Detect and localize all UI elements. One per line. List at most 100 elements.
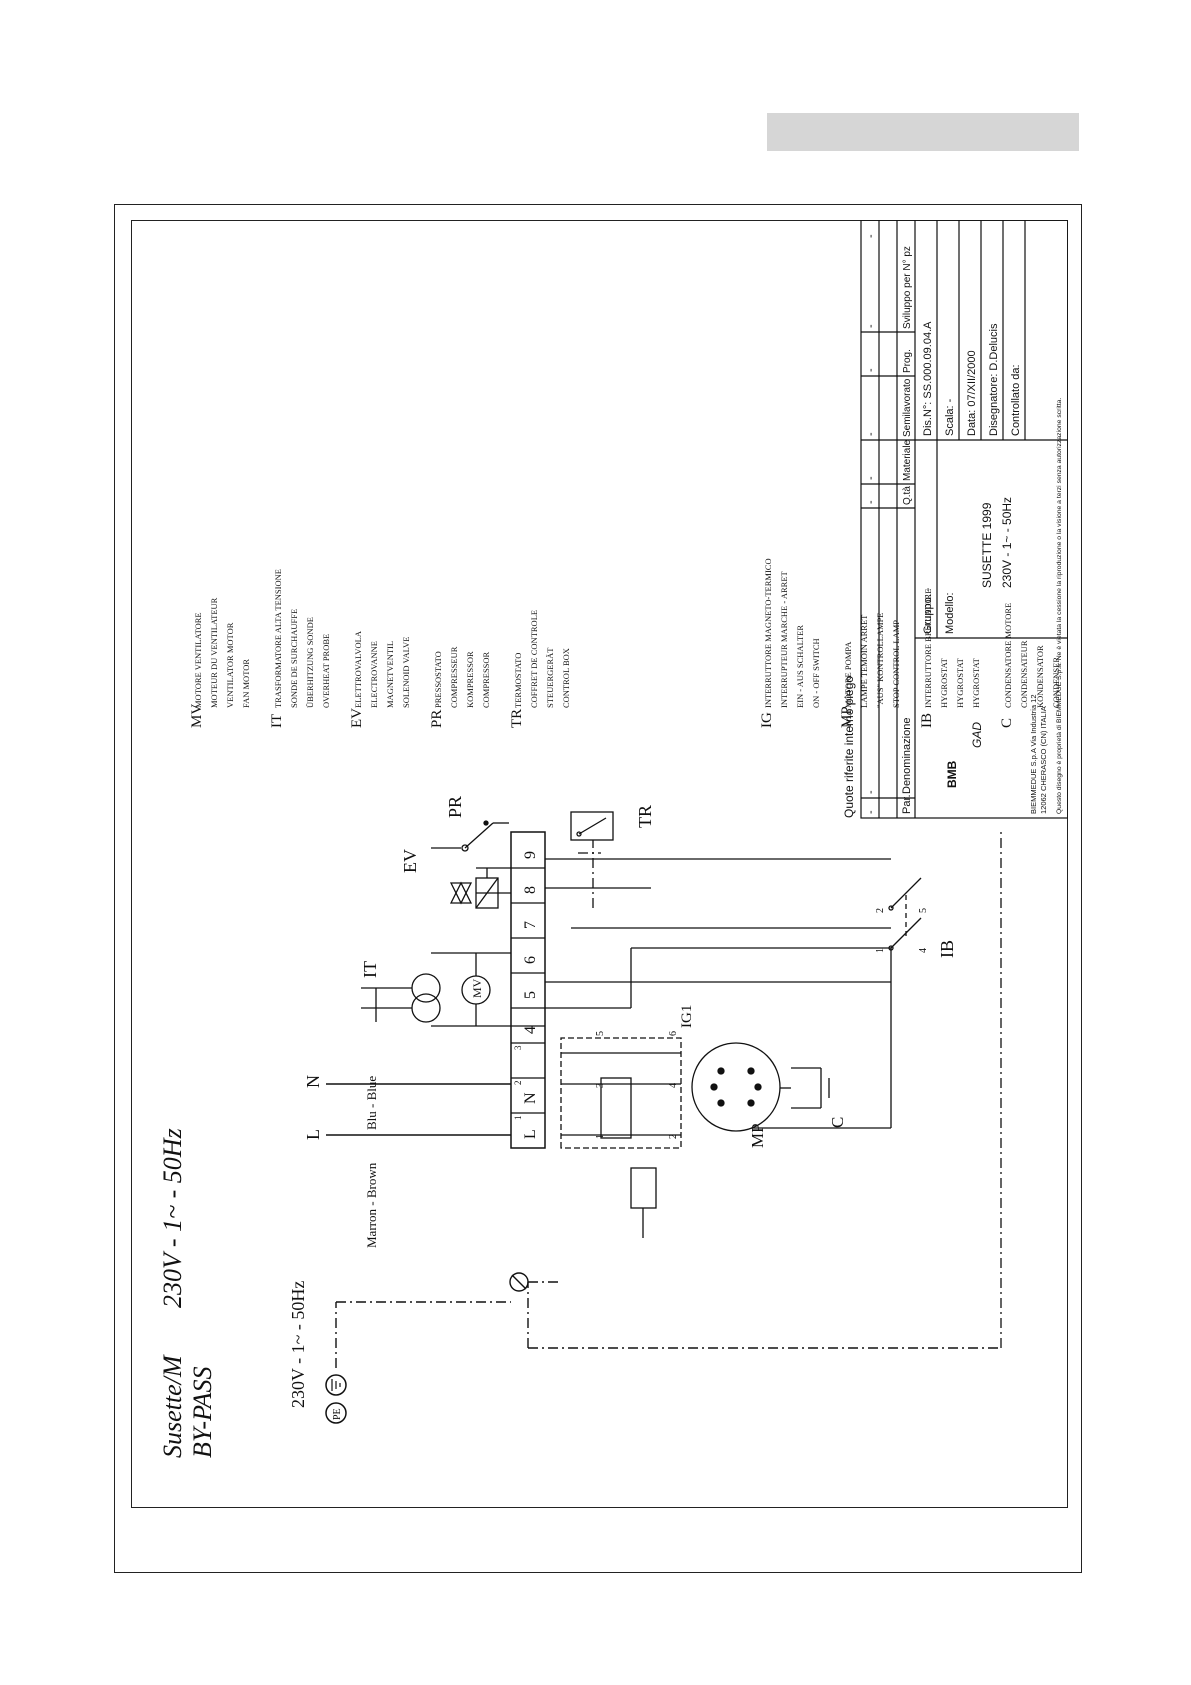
svg-text:6: 6 xyxy=(522,956,539,964)
label-c: C xyxy=(828,1117,847,1128)
svg-text:9: 9 xyxy=(522,851,539,859)
svg-text:-: - xyxy=(865,500,877,504)
supply-n-label: N xyxy=(303,1075,323,1088)
svg-text:EV: EV xyxy=(349,708,365,728)
svg-text:Questo disegno è proprietà di: Questo disegno è proprietà di BIEMMEDUE … xyxy=(1056,398,1063,814)
svg-text:5: 5 xyxy=(522,991,539,999)
svg-text:MP: MP xyxy=(839,706,855,728)
svg-text:1: 1 xyxy=(875,948,886,953)
svg-text:TERMOSTATO: TERMOSTATO xyxy=(513,653,523,708)
svg-text:Gruppo: -: Gruppo: - xyxy=(922,587,934,634)
svg-text:-: - xyxy=(865,368,877,372)
svg-text:CONTROL BOX: CONTROL BOX xyxy=(561,648,571,708)
svg-text:-: - xyxy=(865,810,877,814)
svg-text:Data: 07/XII/2000: Data: 07/XII/2000 xyxy=(966,350,978,436)
svg-text:MOTORE POMPA: MOTORE POMPA xyxy=(843,641,853,708)
svg-text:-: - xyxy=(865,790,877,794)
svg-text:230V - 1~ - 50Hz: 230V - 1~ - 50Hz xyxy=(1000,497,1014,588)
svg-text:SOLENOID VALVE: SOLENOID VALVE xyxy=(401,637,411,708)
svg-text:PE: PE xyxy=(332,1408,343,1420)
svg-text:Sviluppo per N° pz: Sviluppo per N° pz xyxy=(902,246,913,329)
svg-text:STEUERGERÄT: STEUERGERÄT xyxy=(545,647,555,708)
svg-text:-: - xyxy=(865,432,877,436)
svg-text:HYGROSTAT: HYGROSTAT xyxy=(955,657,965,708)
sheet-outer-frame xyxy=(114,204,1082,1573)
svg-text:TR: TR xyxy=(509,709,525,728)
svg-text:2: 2 xyxy=(513,1081,523,1086)
svg-text:HYGROSTAT: HYGROSTAT xyxy=(939,657,949,708)
supply-voltage-label: 230V - 1~ - 50Hz xyxy=(288,1281,308,1408)
svg-text:VENTILATOR MOTOR: VENTILATOR MOTOR xyxy=(225,622,235,708)
svg-text:PRESSOSTATO: PRESSOSTATO xyxy=(433,651,443,708)
svg-text:Par.: Par. xyxy=(901,794,913,814)
brown-wire-label: Marron - Brown xyxy=(364,1162,379,1248)
label-tr: TR xyxy=(635,805,655,828)
svg-text:INTERRUTTORE BRUCIATORE: INTERRUTTORE BRUCIATORE xyxy=(923,589,933,708)
svg-text:1: 1 xyxy=(595,1134,606,1139)
svg-text:2: 2 xyxy=(668,1134,679,1139)
label-ib: IB xyxy=(937,940,957,958)
svg-text:IG: IG xyxy=(759,712,775,728)
svg-text:MAGNETVENTIL: MAGNETVENTIL xyxy=(385,641,395,708)
svg-text:3: 3 xyxy=(513,1045,523,1050)
svg-text:Materiale: Materiale xyxy=(902,439,913,481)
svg-text:Dis.N°: SS.000.09.04.A: Dis.N°: SS.000.09.04.A xyxy=(922,321,934,436)
wiring-diagram: Susette/M BY-PASS 230V - 1~ - 50Hz 230V … xyxy=(158,558,1061,1458)
svg-text:INTERRUPTEUR MARCHE - ARRET: INTERRUPTEUR MARCHE - ARRET xyxy=(779,570,789,708)
svg-text:ON - OFF SWITCH: ON - OFF SWITCH xyxy=(811,638,821,708)
svg-text:COMPRESSEUR: COMPRESSEUR xyxy=(449,646,459,708)
svg-text:-: - xyxy=(865,324,877,328)
component-wiring xyxy=(361,811,1002,1348)
svg-text:LAMPE TEMOIN ARRET: LAMPE TEMOIN ARRET xyxy=(859,614,869,708)
blue-wire-label: Blu - Blue xyxy=(364,1076,379,1130)
svg-text:MV: MV xyxy=(189,704,205,728)
svg-text:6: 6 xyxy=(668,1031,679,1036)
svg-text:12062 CHERASCO (CN) ITALIA: 12062 CHERASCO (CN) ITALIA xyxy=(1039,706,1048,814)
supply-l-label: L xyxy=(303,1129,323,1140)
svg-text:FAN MOTOR: FAN MOTOR xyxy=(241,659,251,708)
title-line2: BY-PASS xyxy=(188,1367,217,1458)
svg-text:INTERRUTTORE MAGNETO-TERMICO: INTERRUTTORE MAGNETO-TERMICO xyxy=(763,558,773,708)
svg-text:Disegnatore: D.Delucis: Disegnatore: D.Delucis xyxy=(988,323,1000,436)
svg-text:STOP CONTROL LAMP: STOP CONTROL LAMP xyxy=(891,620,901,708)
svg-text:Denominazione: Denominazione xyxy=(901,718,913,794)
svg-text:IB: IB xyxy=(919,713,935,728)
header-gray-bar xyxy=(767,113,1079,151)
svg-text:TRASFORMATORE ALTA TENSIONE: TRASFORMATORE ALTA TENSIONE xyxy=(273,569,283,708)
terminal-block: L N 4 5 6 7 8 9 1 2 3 xyxy=(510,831,546,1149)
svg-text:8: 8 xyxy=(522,886,539,894)
svg-text:KOMPRESSOR: KOMPRESSOR xyxy=(465,651,475,708)
svg-text:OVERHEAT PROBE: OVERHEAT PROBE xyxy=(321,634,331,708)
label-it: IT xyxy=(360,961,380,978)
svg-text:Controllato da:: Controllato da: xyxy=(1010,364,1022,436)
svg-text:Q.tà: Q.tà xyxy=(902,486,913,505)
svg-text:ELECTROVANNE: ELECTROVANNE xyxy=(369,641,379,708)
svg-text:"AUS" KONTROLLAMPE: "AUS" KONTROLLAMPE xyxy=(875,613,885,708)
svg-text:COFFRET DE CONTROLE: COFFRET DE CONTROLE xyxy=(529,610,539,708)
label-ev: EV xyxy=(400,849,420,873)
label-ig1: IG1 xyxy=(679,1005,695,1028)
svg-text:COMPRESSOR: COMPRESSOR xyxy=(481,651,491,708)
svg-text:GAD: GAD xyxy=(970,722,984,748)
label-pr: PR xyxy=(445,796,465,818)
svg-text:7: 7 xyxy=(522,921,539,929)
svg-text:SONDE DE SURCHAUFFE: SONDE DE SURCHAUFFE xyxy=(289,609,299,708)
power-wires xyxy=(326,1083,1001,1368)
svg-text:Scala: -: Scala: - xyxy=(944,398,956,436)
svg-text:C: C xyxy=(999,718,1015,728)
title-line1: Susette/M xyxy=(158,1354,187,1458)
svg-text:4: 4 xyxy=(918,948,929,953)
pe-symbol: PE xyxy=(325,1374,347,1424)
svg-text:Modello:: Modello: xyxy=(944,592,956,634)
label-mv: MV xyxy=(470,978,484,998)
svg-text:HYGROSTAT: HYGROSTAT xyxy=(971,657,981,708)
title-block: Quote riferite interno piego - - - - - -… xyxy=(842,220,1068,819)
svg-text:BMB: BMB xyxy=(945,760,959,788)
svg-text:MOTEUR DU VENTILATEUR: MOTEUR DU VENTILATEUR xyxy=(209,597,219,708)
svg-text:KONDENSATOR: KONDENSATOR xyxy=(1035,645,1045,708)
svg-text:PR: PR xyxy=(429,710,445,728)
svg-text:Semilavorato: Semilavorato xyxy=(902,378,913,437)
svg-text:CONDENSATEUR: CONDENSATEUR xyxy=(1019,640,1029,708)
svg-text:EIN - AUS SCHALTER: EIN - AUS SCHALTER xyxy=(795,625,805,708)
svg-text:4: 4 xyxy=(522,1026,539,1034)
